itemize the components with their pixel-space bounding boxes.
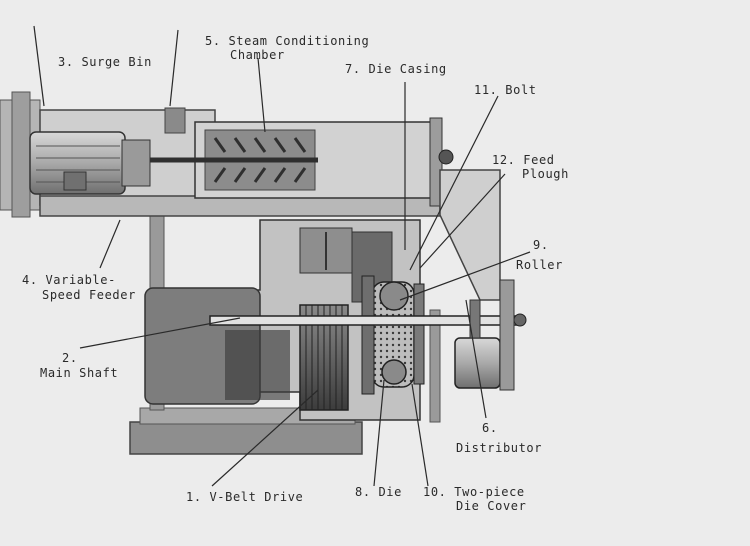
roller-top (379, 281, 409, 311)
label-roller-number: 9. (533, 238, 549, 252)
label-variable-speed-feeder-line1: 4. Variable- (22, 273, 116, 287)
feed-chute (439, 169, 501, 301)
label-main-shaft-number: 2. (62, 351, 78, 365)
label-steam-conditioning-line1: 5. Steam Conditioning (205, 34, 370, 48)
label-two-piece-die-cover-line1: 10. Two-piece (423, 485, 525, 499)
label-die-casing: 7. Die Casing (345, 62, 447, 76)
label-distributor-number: 6. (482, 421, 498, 435)
label-distributor: Distributor (456, 441, 543, 455)
label-roller: Roller (516, 258, 563, 272)
label-die: 8. Die (355, 485, 402, 499)
feeder-motor (29, 131, 151, 195)
label-feed-plough-line2: Plough (522, 167, 569, 181)
roller-bottom (381, 359, 407, 385)
label-steam-conditioning-line2: Chamber (230, 48, 285, 62)
label-main-shaft: Main Shaft (40, 366, 119, 380)
distributor (454, 279, 515, 391)
label-two-piece-die-cover-line2: Die Cover (456, 499, 527, 513)
label-surge-bin: 3. Surge Bin (58, 55, 152, 69)
die-ring (361, 275, 425, 395)
label-bolt: 11. Bolt (474, 83, 537, 97)
label-v-belt-drive: 1. V-Belt Drive (186, 490, 304, 504)
label-feed-plough-line1: 12. Feed (492, 153, 555, 167)
label-variable-speed-feeder-line2: Speed Feeder (42, 288, 136, 302)
leader-lines (33, 25, 531, 487)
steam-conditioning-chamber (150, 117, 454, 207)
